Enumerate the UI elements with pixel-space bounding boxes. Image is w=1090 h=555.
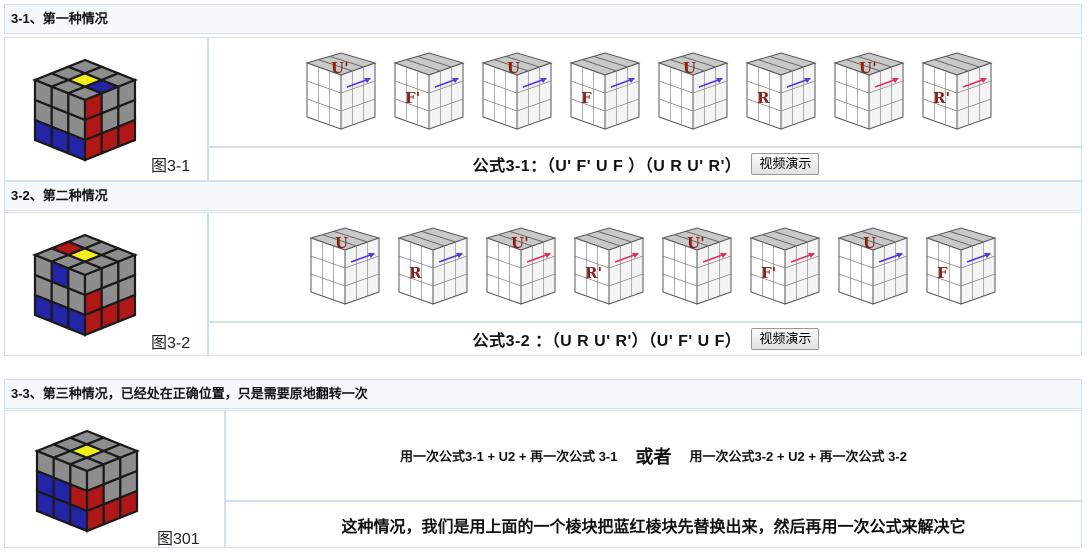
cube-diagram-icon <box>481 52 553 130</box>
figure-3-1-panel: 图3-1 <box>4 37 208 181</box>
move-cube-3: U' <box>477 222 565 310</box>
cube-figure-3-2 <box>32 233 138 337</box>
moves-strip-2: U R U' R' U' F' U F <box>301 222 1005 310</box>
cube-diagram-icon <box>393 52 465 130</box>
moves-strip-panel-2: U R U' R' U' F' U F <box>208 212 1082 322</box>
cube-diagram-icon <box>569 52 641 130</box>
move-label: R <box>757 89 770 107</box>
cube-diagram-icon <box>485 227 557 305</box>
solution-explanation: 这种情况，我们是用上面的一个棱块把蓝红棱块先替换出来，然后再用一次公式来解决它 <box>341 518 966 536</box>
move-cube-8: R' <box>913 47 1001 135</box>
solution-option-a: 用一次公式3-1 + U2 + 再一次公式 3-1 <box>400 449 618 464</box>
move-cube-5: U <box>649 47 737 135</box>
cube-diagram-icon <box>745 52 817 130</box>
cube-diagram-icon <box>833 52 905 130</box>
formula-3-2: 公式3-2 ：（U R U' R'）（U' F' U F） <box>472 333 742 350</box>
move-label: U' <box>687 234 705 252</box>
move-label: F' <box>405 89 421 107</box>
figure-301-caption: 图301 <box>157 531 200 548</box>
move-cube-1: U' <box>297 47 385 135</box>
cube-diagram-icon <box>573 227 645 305</box>
figure-3-1-caption: 图3-1 <box>151 158 191 175</box>
moves-strip-panel-1: U' F' U F U R U' R' <box>208 37 1082 147</box>
move-cube-5: U' <box>653 222 741 310</box>
section-3-1-title: 3-1、第一种情况 <box>4 4 1082 34</box>
move-cube-7: U <box>829 222 917 310</box>
video-demo-button-1[interactable]: 视频演示 <box>751 153 820 175</box>
formula-3-1-row: 公式3-1：（U' F' U F ）（U R U' R'） 视频演示 <box>208 147 1082 181</box>
formula-3-1: 公式3-1：（U' F' U F ）（U R U' R'） <box>472 158 742 175</box>
move-label: F <box>937 264 948 282</box>
move-label: R' <box>585 264 603 282</box>
move-label: F <box>581 89 592 107</box>
move-cube-2: F' <box>385 47 473 135</box>
solution-option-b: 用一次公式3-2 + U2 + 再一次公式 3-2 <box>689 449 907 464</box>
cube-diagram-icon <box>921 52 993 130</box>
cube-diagram-icon <box>925 227 997 305</box>
cube-diagram-icon <box>397 227 469 305</box>
cube-diagram-icon <box>309 227 381 305</box>
cube-diagram-icon <box>657 52 729 130</box>
move-label: U' <box>331 59 349 77</box>
moves-strip-1: U' F' U F U R U' R' <box>297 47 1001 135</box>
solution-line-1-row: 用一次公式3-1 + U2 + 再一次公式 3-1 或者 用一次公式3-2 + … <box>225 410 1082 501</box>
cube-figure-301 <box>34 429 140 533</box>
move-cube-7: U' <box>825 47 913 135</box>
cube-figure-3-1 <box>32 58 138 162</box>
move-cube-3: U <box>473 47 561 135</box>
move-cube-2: R <box>389 222 477 310</box>
move-label: U' <box>859 59 877 77</box>
move-label: R <box>409 264 422 282</box>
move-cube-4: F <box>561 47 649 135</box>
move-label: U <box>863 234 877 252</box>
cube-diagram-icon <box>749 227 821 305</box>
figure-301-panel: 图301 <box>4 410 225 548</box>
figure-3-2-panel: 图3-2 <box>4 212 208 356</box>
video-demo-button-2[interactable]: 视频演示 <box>751 328 820 350</box>
section-3-3-title: 3-3、第三种情况，已经处在正确位置，只是需要原地翻转一次 <box>4 379 1082 409</box>
solution-line-2-row: 这种情况，我们是用上面的一个棱块把蓝红棱块先替换出来，然后再用一次公式来解决它 <box>225 501 1082 548</box>
move-cube-6: R <box>737 47 825 135</box>
move-cube-6: F' <box>741 222 829 310</box>
move-cube-8: F <box>917 222 1005 310</box>
move-cube-1: U <box>301 222 389 310</box>
move-label: U' <box>511 234 529 252</box>
move-label: U <box>335 234 349 252</box>
move-cube-4: R' <box>565 222 653 310</box>
move-label: R' <box>933 89 951 107</box>
move-label: U <box>683 59 697 77</box>
move-label: U <box>507 59 521 77</box>
formula-3-2-row: 公式3-2 ：（U R U' R'）（U' F' U F） 视频演示 <box>208 322 1082 356</box>
move-label: F' <box>761 264 777 282</box>
cube-diagram-icon <box>305 52 377 130</box>
cube-diagram-icon <box>837 227 909 305</box>
cube-diagram-icon <box>661 227 733 305</box>
section-3-2-title: 3-2、第二种情况 <box>4 181 1082 211</box>
figure-3-2-caption: 图3-2 <box>151 335 191 352</box>
or-label: 或者 <box>635 446 672 467</box>
